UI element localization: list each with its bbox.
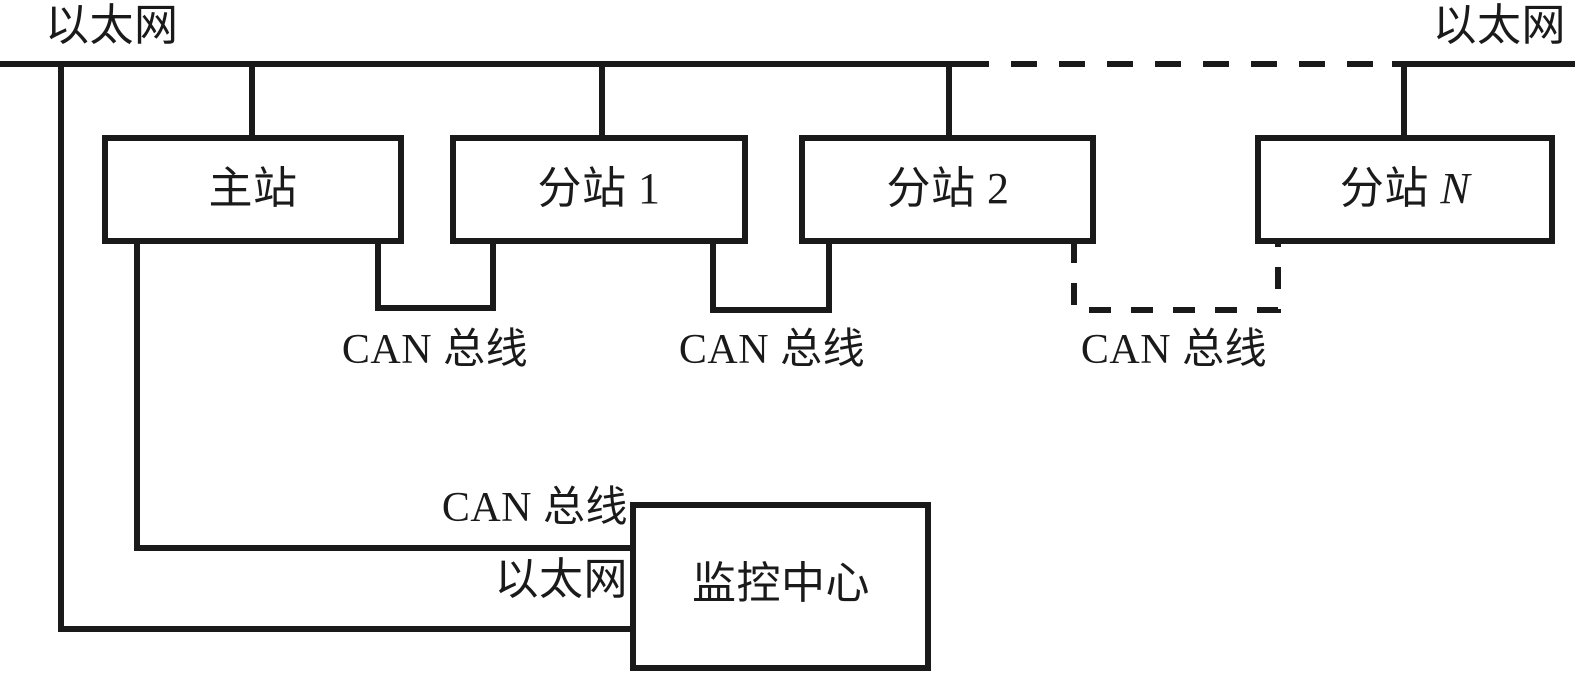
label-can-bus-3: CAN 总线 (1080, 327, 1268, 373)
label-ethernet-left: 以太网 (45, 1, 179, 50)
label-can-bus-1: CAN 总线 (341, 327, 529, 373)
node-label-subN-index: N (1440, 164, 1471, 213)
box-sub2 (799, 135, 1096, 244)
node-label-master: 主站 (208, 164, 298, 213)
box-subN (1255, 135, 1555, 244)
label-can-bus-center: CAN 总线 (441, 485, 628, 531)
node-label-subN-text: 分站 (1339, 164, 1441, 213)
label-ethernet-center-bottom: 以太网 (494, 555, 628, 604)
box-master (102, 135, 404, 244)
node-label-monitoring-center: 监控中心 (692, 559, 870, 608)
node-label-sub2: 分站 2 (886, 164, 1010, 213)
can-bus-bracket-2 (710, 241, 832, 313)
can-bus-bracket-1 (375, 241, 496, 311)
can-link-master-to-center (134, 241, 636, 551)
ethernet-link-trunk-to-center (58, 64, 636, 632)
label-ethernet-right: 以太网 (1432, 1, 1566, 50)
node-label-subN: 分站 N (1340, 167, 1470, 211)
label-can-bus-2: CAN 总线 (678, 327, 866, 373)
can-bus-bracket-3-dashed (1071, 241, 1281, 313)
box-monitoring-center (630, 502, 931, 671)
node-label-sub1: 分站 1 (537, 164, 661, 213)
box-sub1 (450, 135, 748, 244)
